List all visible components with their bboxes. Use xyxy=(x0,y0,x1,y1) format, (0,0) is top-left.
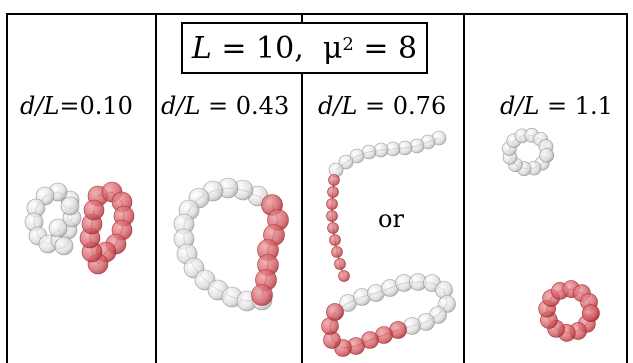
panel-4-red-ring xyxy=(538,280,600,342)
bead xyxy=(329,234,341,246)
panel-2-red-chain xyxy=(251,194,289,306)
title-L-symbol: L xyxy=(191,30,212,66)
bead xyxy=(373,142,389,158)
bead xyxy=(331,246,343,258)
bead xyxy=(409,138,425,154)
panel-divider-3 xyxy=(463,13,465,363)
bead xyxy=(54,236,74,256)
panel-3-red-vertical xyxy=(326,174,350,282)
panel-3-ratio-value: = 0.76 xyxy=(365,92,447,120)
panel-2-ratio-symbol: d/L xyxy=(161,92,201,120)
panel-3-ratio-symbol: d/L xyxy=(318,92,358,120)
bead xyxy=(326,210,338,222)
panel-4-label: d/L = 1.1 xyxy=(500,92,613,120)
panel-1-ratio-value: =0.10 xyxy=(59,92,133,120)
panel-divider-left xyxy=(6,13,8,363)
panel-1-label: d/L=0.10 xyxy=(20,92,133,120)
title-L-value: = 10, xyxy=(221,30,304,66)
bead xyxy=(60,196,80,216)
panel-4-ratio-symbol: d/L xyxy=(500,92,540,120)
or-text: or xyxy=(378,205,404,233)
bead xyxy=(582,304,600,322)
title-mu-value: = 8 xyxy=(363,30,418,66)
panel-2-grey-chain xyxy=(173,177,283,312)
bead xyxy=(326,198,338,210)
top-border xyxy=(6,13,627,15)
bead xyxy=(327,222,339,234)
title-mu-symbol: μ xyxy=(322,30,343,66)
panel-divider-right xyxy=(626,13,628,363)
bead xyxy=(334,258,346,270)
panel-divider-1 xyxy=(155,13,157,363)
panel-2-ratio-value: = 0.43 xyxy=(208,92,290,120)
bead xyxy=(83,199,105,221)
panel-1-red-chain xyxy=(79,181,135,275)
title-mu-exponent: 2 xyxy=(342,33,354,55)
panel-3-label: d/L = 0.76 xyxy=(318,92,446,120)
bead xyxy=(327,186,339,198)
bead xyxy=(338,270,350,282)
bead xyxy=(338,154,354,170)
panel-3-red-bottom xyxy=(321,303,407,357)
bead xyxy=(539,148,554,163)
panel-2-label: d/L = 0.43 xyxy=(161,92,289,120)
panel-4-ratio-value: = 1.1 xyxy=(547,92,613,120)
panel-1-ratio-symbol: d/L xyxy=(20,92,60,120)
panel-3-grey-top xyxy=(328,130,447,178)
panel-divider-2 xyxy=(301,13,303,363)
panel-3-grey-bottom xyxy=(326,273,456,339)
bead xyxy=(328,174,340,186)
bead xyxy=(251,284,273,306)
panel-1-grey-chain xyxy=(24,182,82,256)
bead xyxy=(48,218,68,238)
panel-4-grey-ring xyxy=(502,128,554,176)
bead xyxy=(326,303,344,321)
